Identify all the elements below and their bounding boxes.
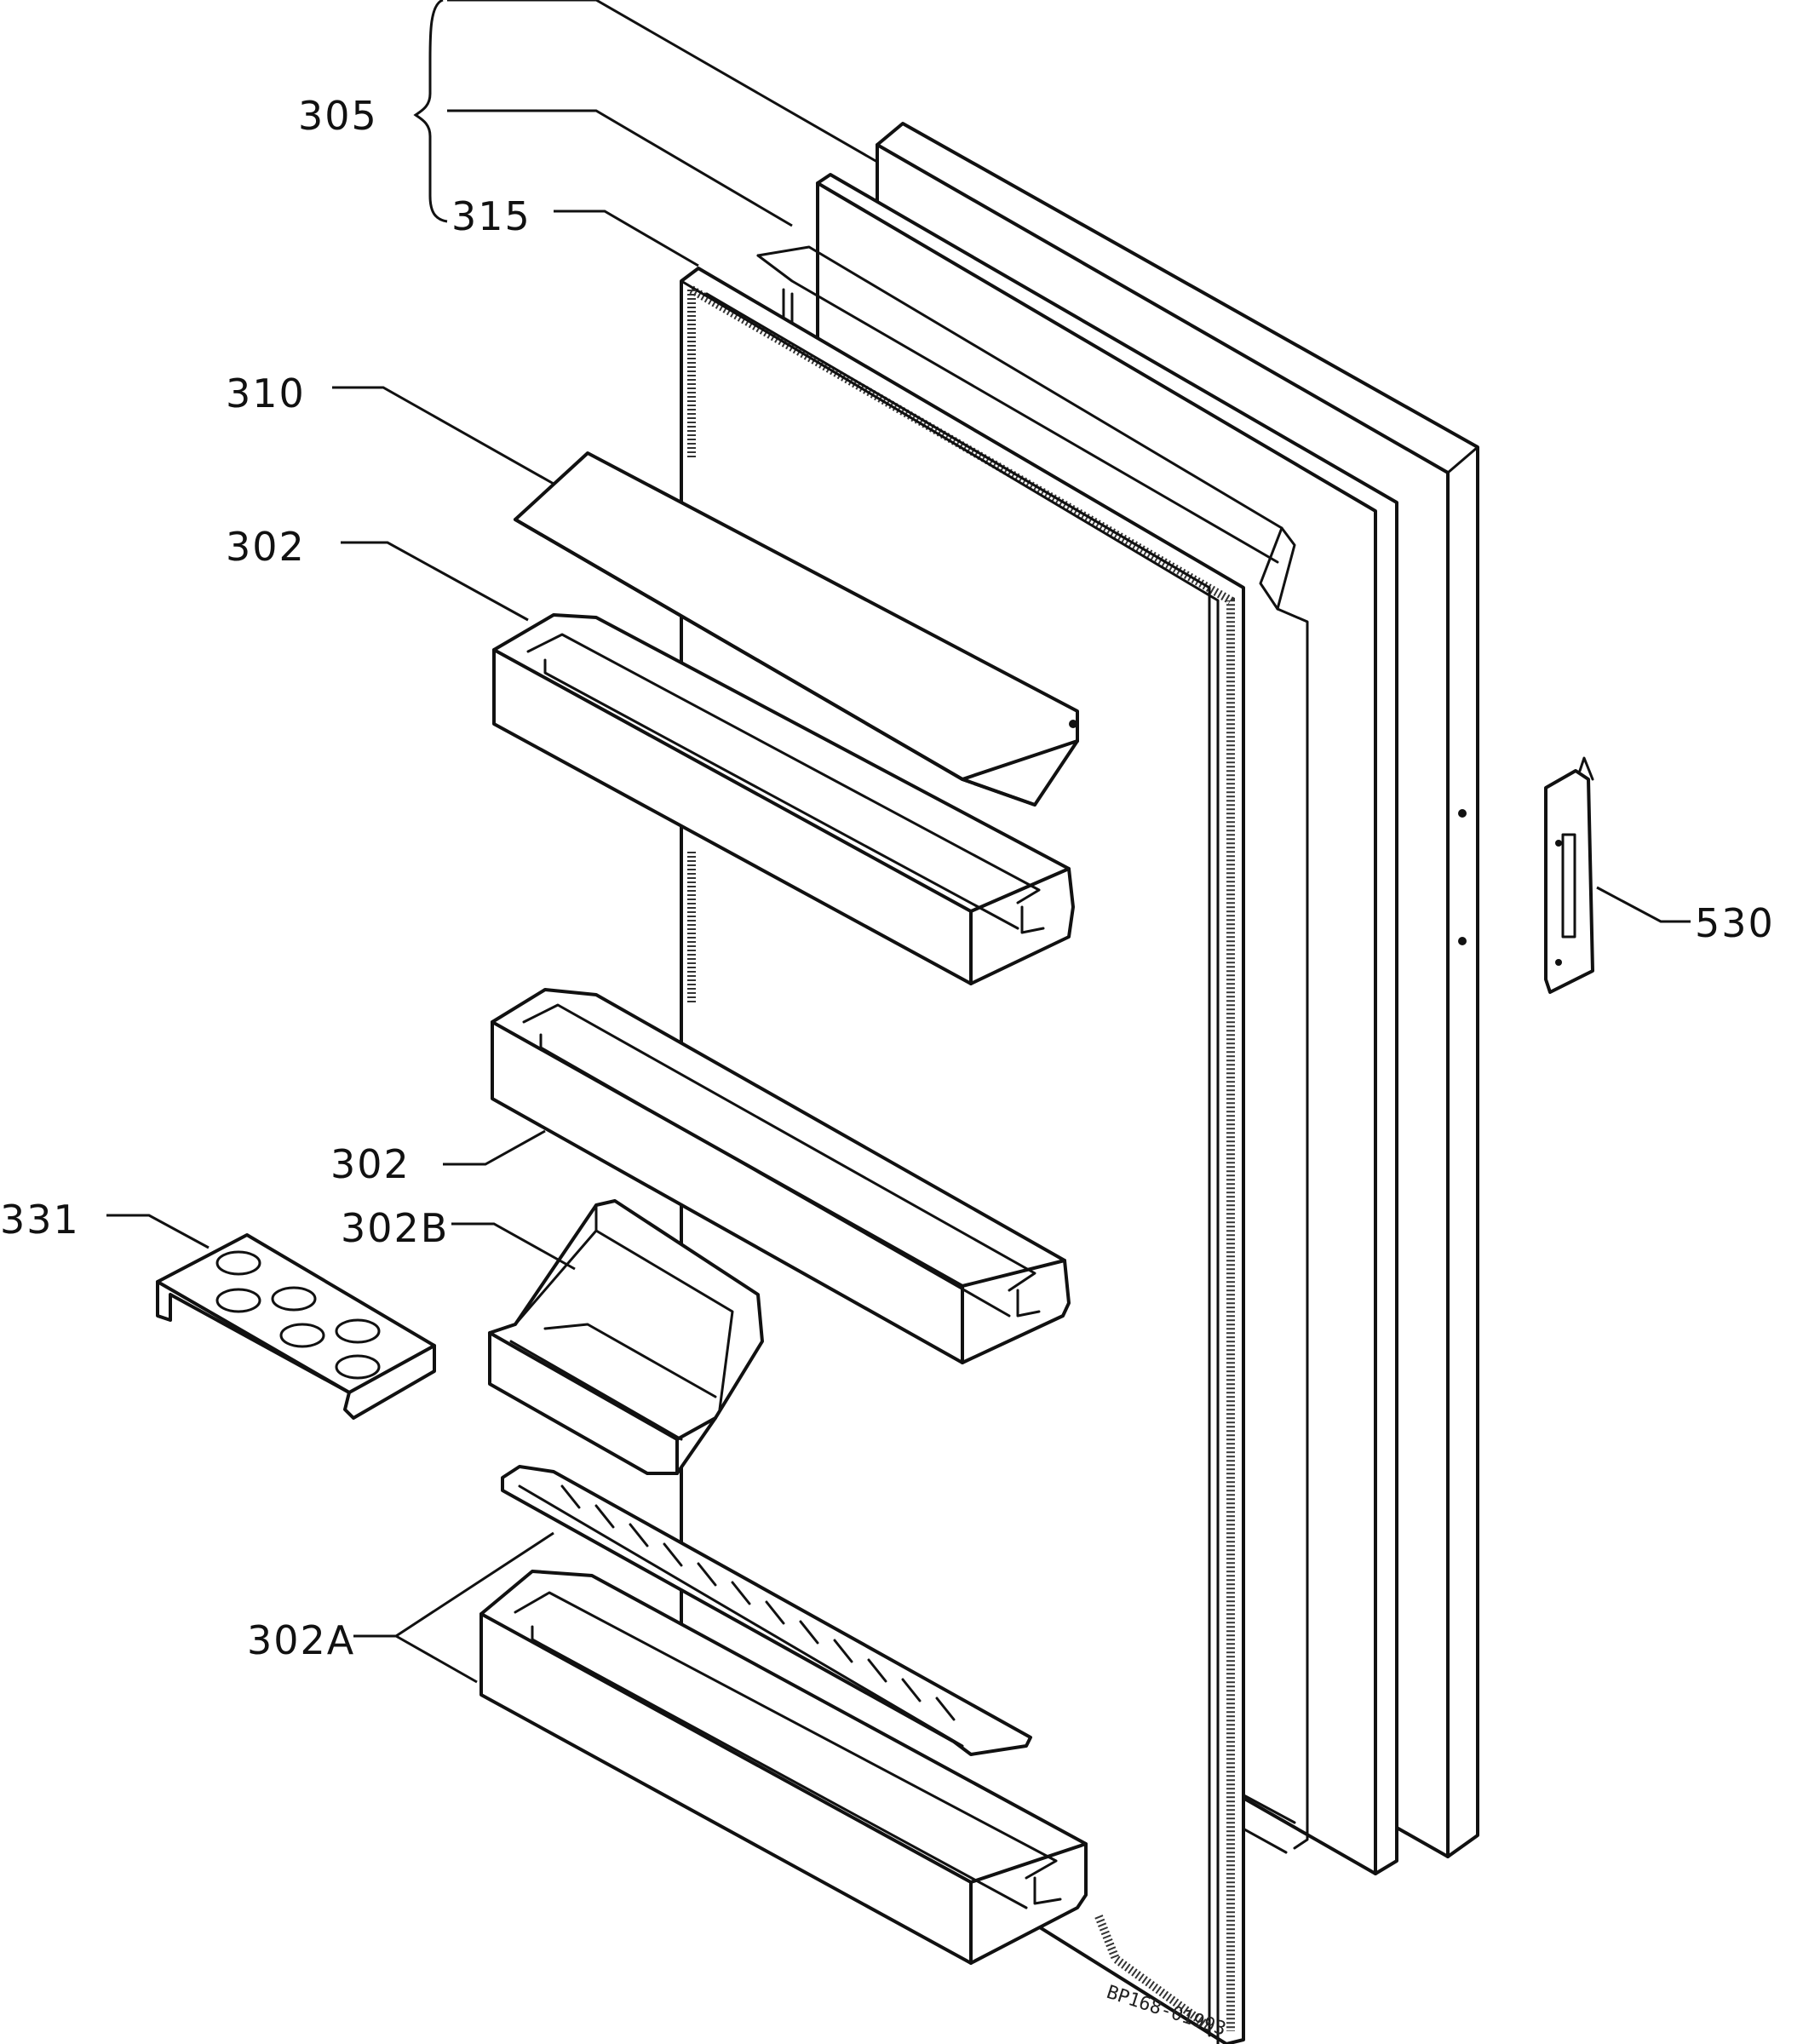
small-bin-302b (488, 1199, 764, 1475)
door-bin-302-middle (491, 988, 1071, 1364)
shelf-cover-310 (514, 451, 1079, 807)
label-331: 331 (0, 1197, 80, 1243)
label-530: 530 (1695, 900, 1775, 946)
door-bin-302-top (492, 613, 1075, 985)
bottle-retainer-strip (501, 1465, 1032, 1756)
label-305: 305 (298, 93, 378, 139)
leader-lines (106, 0, 1691, 1684)
label-310: 310 (226, 370, 306, 416)
label-302b: 302B (341, 1205, 449, 1251)
part-labels: 305 315 310 302 302 331 302B 302A 530 BP… (0, 93, 1775, 2041)
label-302-middle: 302 (330, 1141, 411, 1187)
hinge-bracket-530 (1544, 756, 1594, 994)
label-302-top: 302 (226, 524, 306, 570)
door-bin-302a-bottom (479, 1570, 1088, 1965)
label-302a: 302A (247, 1617, 355, 1663)
egg-tray-331 (156, 1233, 436, 1420)
label-315: 315 (451, 193, 531, 239)
